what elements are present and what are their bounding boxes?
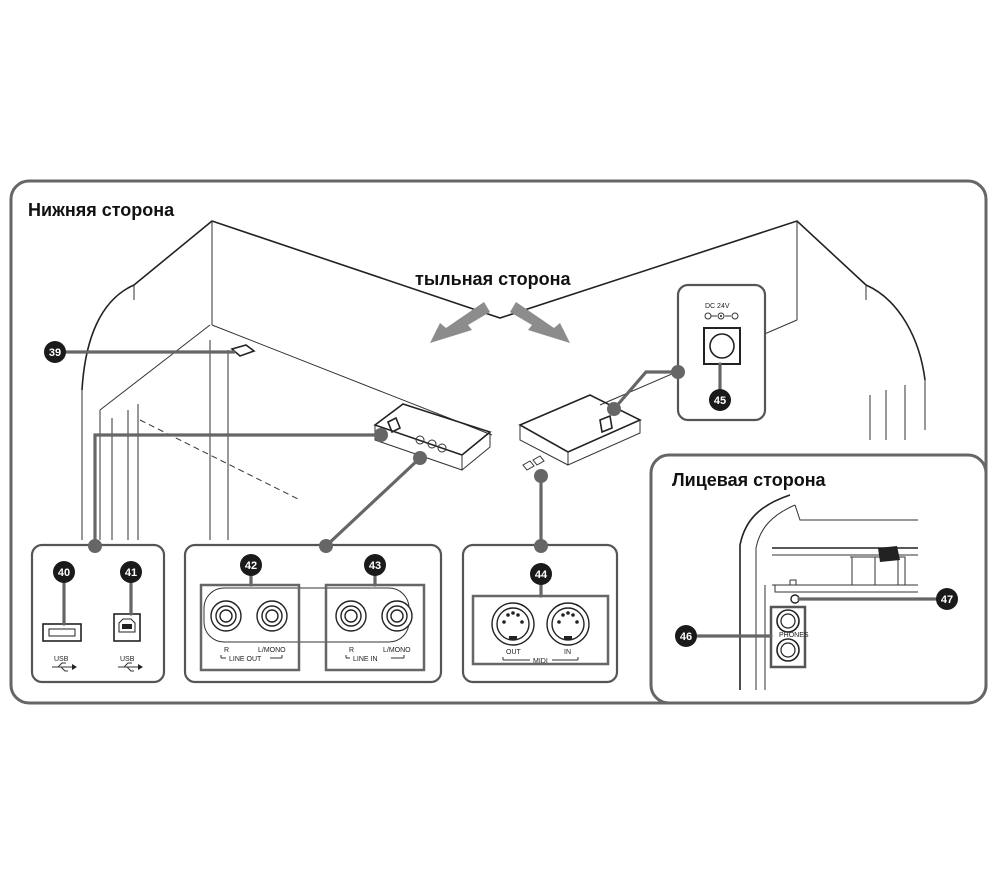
svg-text:45: 45 [714,395,726,407]
svg-text:43: 43 [369,560,381,572]
midi-out-port [491,602,535,646]
svg-text:47: 47 [941,594,953,606]
usb-panel [30,543,166,684]
phones-jack-1 [776,609,800,633]
front-side-title: Лицевая сторона [672,470,827,490]
svg-text:46: 46 [680,631,692,643]
line-out-label: LINE OUT [229,656,262,663]
svg-text:41: 41 [125,567,137,579]
phones-label: PHONES [779,632,809,639]
front-side-panel [649,453,988,705]
svg-text:40: 40 [58,567,70,579]
back-side-arrow-right [510,302,570,343]
dc-jack-label: DC 24V [705,303,730,310]
dc-polarity-icon [704,312,739,320]
usb-b-label: USB [120,656,135,663]
callout-45: 45 [709,389,731,411]
callout-39: 39 [44,341,66,363]
callout-43: 43 [364,554,386,576]
line-in-label: LINE IN [353,656,378,663]
line-in-lmono-jack [381,600,413,632]
back-side-arrow-left [430,302,490,343]
callout-41: 41 [120,561,142,583]
callout-40: 40 [53,561,75,583]
usb-a-icon [52,662,77,672]
midi-in-port [546,602,590,646]
midi-in-label: IN [564,649,571,656]
callout-46: 46 [675,625,697,647]
callout-42: 42 [240,554,262,576]
line-out-lmono-label: L/MONO [258,647,286,654]
svg-text:42: 42 [245,560,257,572]
midi-label: MIDI [533,658,548,665]
svg-text:39: 39 [49,347,61,359]
bottom-side-title: Нижняя сторона [28,200,175,220]
phones-jack-2 [776,638,800,662]
line-out-lmono-jack [256,600,288,632]
callout-47: 47 [936,588,958,610]
line-in-r-label: R [349,647,354,654]
line-in-lmono-label: L/MONO [383,647,411,654]
leader-dots [88,365,685,553]
callout-44: 44 [530,563,552,585]
back-side-title: тыльная сторона [415,269,572,289]
usb-a-label: USB [54,656,69,663]
midi-out-label: OUT [506,649,522,656]
usb-b-icon [118,662,143,672]
line-in-r-jack [335,600,367,632]
line-out-r-label: R [224,647,229,654]
line-out-r-jack [210,600,242,632]
svg-text:44: 44 [535,569,548,581]
